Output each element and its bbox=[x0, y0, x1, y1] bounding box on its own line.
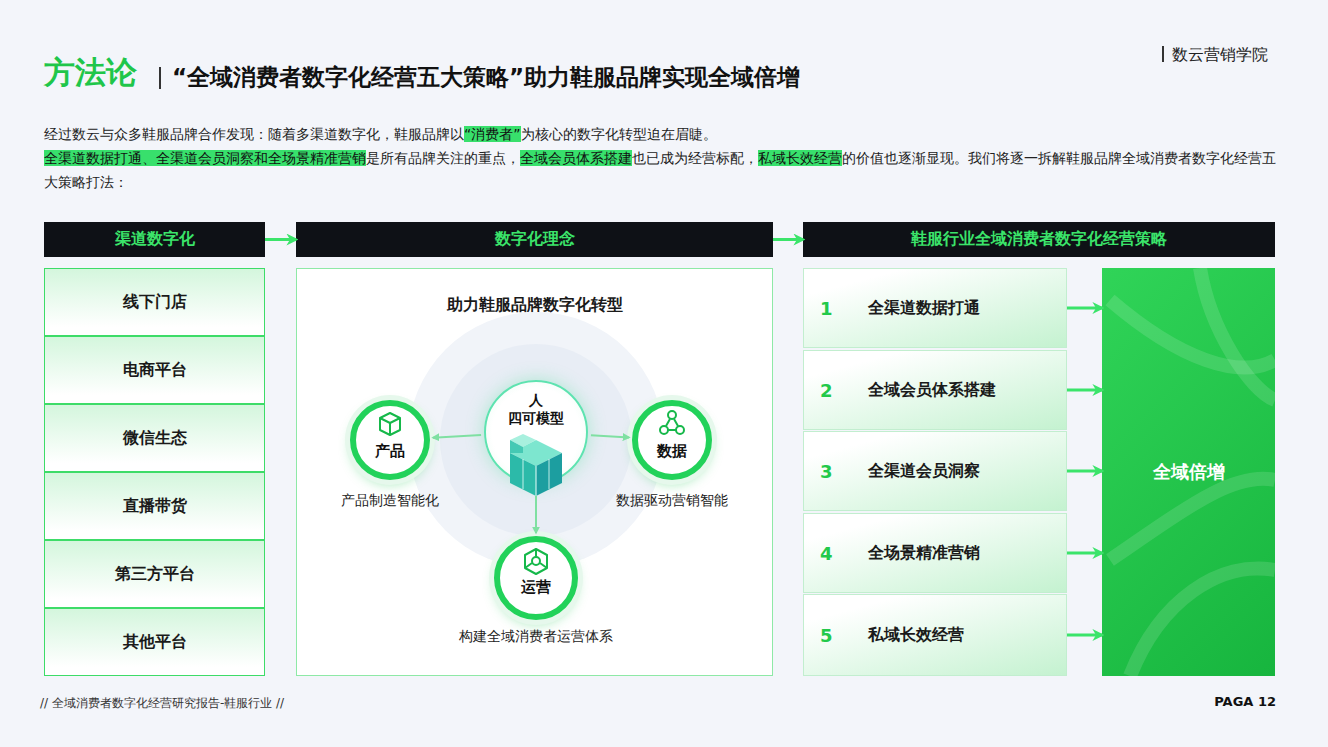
header-band: 渠道数字化 bbox=[44, 222, 265, 257]
chevron-arrow bbox=[1067, 389, 1102, 392]
page-number: PAGA 12 bbox=[1214, 694, 1276, 709]
body-text: 经过数云与众多鞋服品牌合作发现：随着多渠道数字化，鞋服品牌以 bbox=[44, 126, 464, 142]
node-subtext: 构建全域消费者运营体系 bbox=[410, 628, 662, 646]
node-subtext: 全场景精准营销 bbox=[868, 543, 980, 564]
highlight-text: “消费者” bbox=[464, 126, 521, 142]
brand-separator bbox=[1162, 46, 1164, 62]
node-subtext: 私域长效经营 bbox=[868, 625, 964, 646]
intro-paragraph: 经过数云与众多鞋服品牌合作发现：随着多渠道数字化，鞋服品牌以“消费者”为核心的数… bbox=[44, 122, 1289, 146]
node-text: 直播带货 bbox=[123, 496, 187, 517]
node-text: 人 bbox=[486, 392, 586, 410]
chevron-arrow bbox=[1067, 634, 1102, 637]
node-text: 产品 bbox=[356, 442, 424, 461]
channel-box: 线下门店 bbox=[44, 268, 265, 336]
core-circle: 人四可模型 bbox=[484, 380, 588, 484]
strategy-box: 4 全场景精准营销 bbox=[803, 513, 1067, 593]
node-text: 3 bbox=[820, 461, 833, 482]
concept-circle: 运营构建全域消费者运营体系 bbox=[494, 536, 578, 620]
node-subtext: 产品制造智能化 bbox=[266, 492, 514, 510]
node-subtext: 全域会员体系搭建 bbox=[868, 380, 996, 401]
chevron-arrow bbox=[1067, 307, 1102, 310]
node-text: 线下门店 bbox=[123, 292, 187, 313]
node-text: 渠道数字化 bbox=[115, 229, 195, 250]
node-text: 数据 bbox=[638, 442, 706, 461]
node-text: 电商平台 bbox=[123, 360, 187, 381]
highlight-text: 全渠道数据打通、全渠道会员洞察和全场景精准营销 bbox=[44, 150, 366, 166]
concept-circle: 数据数据驱动营销智能 bbox=[632, 400, 712, 480]
body-text: 是所有品牌关注的重点， bbox=[366, 150, 520, 166]
node-text: 其他平台 bbox=[123, 632, 187, 653]
node-text: 5 bbox=[820, 625, 833, 646]
result-box: 全域倍增 bbox=[1102, 268, 1275, 676]
node-text: 鞋服行业全域消费者数字化经营策略 bbox=[911, 229, 1167, 250]
header-band: 鞋服行业全域消费者数字化经营策略 bbox=[803, 222, 1275, 257]
node-text: 2 bbox=[820, 380, 833, 401]
chevron-arrow bbox=[265, 238, 296, 241]
node-text: 微信生态 bbox=[123, 428, 187, 449]
concept-circle: 产品产品制造智能化 bbox=[350, 400, 430, 480]
channel-box: 其他平台 bbox=[44, 608, 265, 676]
strategy-box: 5 私域长效经营 bbox=[803, 594, 1067, 676]
channel-box: 电商平台 bbox=[44, 336, 265, 404]
node-text: 全域倍增 bbox=[1153, 460, 1225, 484]
strategy-box: 1 全渠道数据打通 bbox=[803, 268, 1067, 348]
node-text: 数字化理念 bbox=[495, 229, 575, 250]
title-separator bbox=[159, 67, 161, 89]
node-subtext: 四可模型 bbox=[486, 410, 586, 428]
footer-note: // 全域消费者数字化经营研究报告-鞋服行业 // bbox=[40, 695, 284, 712]
body-text: 也已成为经营标配， bbox=[632, 150, 758, 166]
node-text: 助力鞋服品牌数字化转型 bbox=[297, 295, 772, 316]
chevron-arrow bbox=[1067, 552, 1102, 555]
chevron-arrow bbox=[773, 238, 803, 241]
intro-paragraph: 全渠道数据打通、全渠道会员洞察和全场景精准营销是所有品牌关注的重点，全域会员体系… bbox=[44, 146, 1289, 194]
page-title: “全域消费者数字化经营五大策略”助力鞋服品牌实现全域倍增 bbox=[172, 62, 800, 93]
node-subtext: 全渠道会员洞察 bbox=[868, 461, 980, 482]
channel-box: 微信生态 bbox=[44, 404, 265, 472]
channel-box: 直播带货 bbox=[44, 472, 265, 540]
chevron-arrow bbox=[1067, 470, 1102, 473]
section-heading: 方法论 bbox=[44, 52, 137, 94]
strategy-box: 2 全域会员体系搭建 bbox=[803, 350, 1067, 430]
node-text: 4 bbox=[820, 543, 833, 564]
channel-box: 第三方平台 bbox=[44, 540, 265, 608]
highlight-text: 全域会员体系搭建 bbox=[520, 150, 632, 166]
strategy-box: 3 全渠道会员洞察 bbox=[803, 431, 1067, 511]
node-text: 运营 bbox=[500, 578, 572, 597]
node-text: 1 bbox=[820, 298, 833, 319]
concept-panel: 助力鞋服品牌数字化转型人四可模型产品产品制造智能化数据数据驱动营销智能运营构建全… bbox=[296, 268, 773, 676]
node-text: 第三方平台 bbox=[115, 564, 195, 585]
node-subtext: 数据驱动营销智能 bbox=[548, 492, 796, 510]
body-text: 为核心的数字化转型迫在眉睫。 bbox=[521, 126, 717, 142]
highlight-text: 私域长效经营 bbox=[758, 150, 842, 166]
node-subtext: 全渠道数据打通 bbox=[868, 298, 980, 319]
header-band: 数字化理念 bbox=[296, 222, 773, 257]
brand-name: 数云营销学院 bbox=[1172, 45, 1268, 66]
